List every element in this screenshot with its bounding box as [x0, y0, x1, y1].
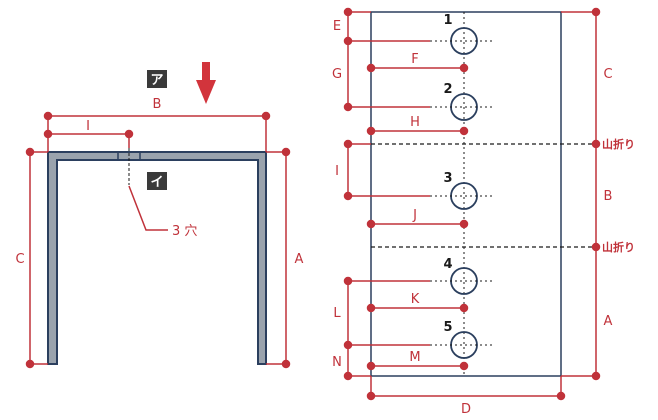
- dim-f-label: F: [411, 52, 418, 67]
- hole-1: [430, 27, 495, 55]
- label-a: ア: [150, 73, 163, 88]
- dim-c2-label: C: [603, 67, 612, 82]
- dim-l-label: L: [333, 306, 341, 321]
- hole-2: [430, 93, 495, 121]
- dim-g-label: G: [332, 67, 342, 82]
- dim-j-label: J: [412, 208, 417, 223]
- dim-c-label: C: [15, 252, 24, 267]
- dim-d: [366, 376, 566, 401]
- u-profile: [47, 151, 267, 365]
- view-arrow-a: [196, 62, 216, 104]
- dim-i2-label: I: [335, 164, 339, 179]
- dim-i: [43, 129, 134, 148]
- dim-right-chain: [561, 7, 601, 381]
- label-i: イ: [150, 175, 163, 190]
- dim-n-label: N: [332, 355, 342, 370]
- dim-inner: [366, 63, 469, 371]
- right-view: 山折り 山折り: [332, 7, 635, 417]
- left-view: ア イ B I C: [15, 62, 304, 369]
- dim-b-label: B: [153, 97, 162, 112]
- flat-panel: [370, 11, 562, 377]
- dim-i-label: I: [86, 119, 90, 134]
- dim-b2-label: B: [604, 189, 613, 204]
- fold-label-1: 山折り: [602, 137, 635, 151]
- hole-callout-text: 3 穴: [172, 224, 197, 239]
- label-box-i: [147, 172, 167, 190]
- dim-a2-label: A: [604, 314, 613, 329]
- holes: [430, 27, 495, 359]
- dim-a-label: A: [295, 252, 304, 267]
- dim-h-label: H: [410, 115, 420, 130]
- hole-5: [430, 331, 495, 359]
- dim-d-label: D: [461, 402, 471, 417]
- hole-number-3: 3: [443, 171, 452, 186]
- hole-number-2: 2: [443, 82, 452, 97]
- hole-number-1: 1: [443, 13, 452, 28]
- fold-label-2: 山折り: [602, 240, 635, 254]
- label-box-a: [147, 70, 167, 88]
- dim-k-label: K: [411, 292, 420, 307]
- hole-callout-leader: [128, 185, 168, 231]
- dim-a: [266, 147, 291, 369]
- dim-m-label: M: [409, 350, 420, 365]
- hole-3: [430, 182, 495, 210]
- dim-left-chain: [343, 7, 430, 381]
- dim-e-label: E: [333, 19, 341, 34]
- hole-4: [430, 267, 495, 295]
- hole-number-5: 5: [443, 320, 452, 335]
- hole-number-4: 4: [443, 257, 452, 272]
- dim-b: [43, 111, 271, 152]
- dim-c: [25, 147, 48, 369]
